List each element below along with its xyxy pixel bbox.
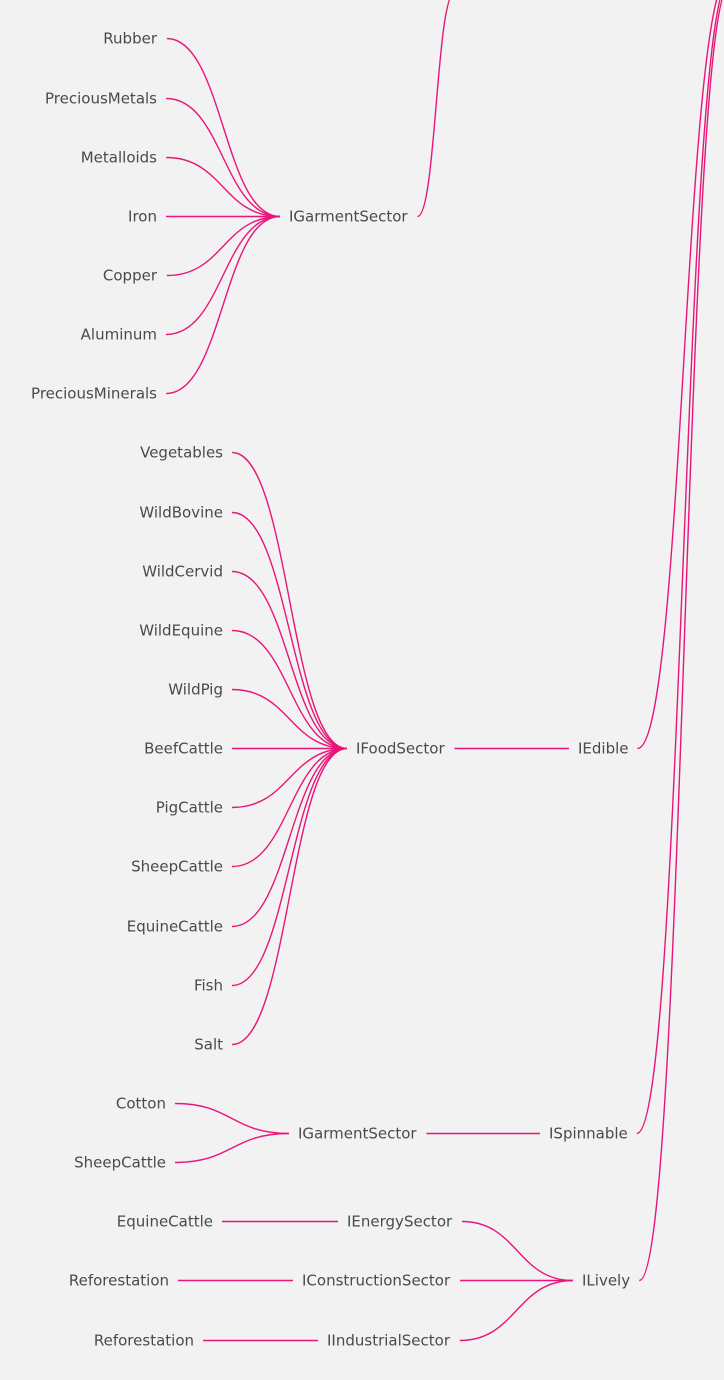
- node-ilively: ILively: [582, 1272, 630, 1290]
- node-precious-metals: PreciousMetals: [45, 90, 157, 108]
- node-beef-cattle: BeefCattle: [144, 740, 223, 758]
- edge-salt-to-ifood-sector: [232, 747, 348, 1046]
- edge-iindustrial-sector-to-ilively: [459, 1279, 574, 1342]
- node-metalloids: Metalloids: [81, 149, 157, 167]
- node-salt: Salt: [194, 1036, 223, 1054]
- node-ispinnable: ISpinnable: [549, 1125, 628, 1143]
- node-iron: Iron: [128, 208, 157, 226]
- node-rubber: Rubber: [103, 30, 158, 48]
- edge-wild-pig-to-ifood-sector: [231, 688, 348, 750]
- edge-sheep-cattle-food-to-ifood-sector: [231, 747, 348, 868]
- node-copper: Copper: [103, 267, 158, 285]
- node-vegetables: Vegetables: [140, 444, 223, 462]
- edge-vegetables-to-ifood-sector: [232, 451, 348, 750]
- node-wild-equine: WildEquine: [139, 622, 223, 640]
- node-wild-bovine: WildBovine: [139, 504, 223, 522]
- node-ifood-sector: IFoodSector: [356, 740, 445, 758]
- edge-aluminum-to-igarment-sector-top: [165, 215, 281, 336]
- node-fish: Fish: [194, 977, 223, 995]
- edge-equine-cattle-food-to-ifood-sector: [231, 747, 348, 928]
- edge-ilively-to-parent: [638, 0, 723, 1282]
- node-sheep-cattle-garment: SheepCattle: [74, 1154, 166, 1172]
- node-precious-minerals: PreciousMinerals: [31, 385, 157, 403]
- node-aluminum: Aluminum: [81, 326, 157, 344]
- node-wild-cervid: WildCervid: [142, 563, 223, 581]
- label-layer: Rubber PreciousMetals Metalloids Iron Co…: [31, 30, 630, 1350]
- node-igarment-sector-bottom: IGarmentSector: [298, 1125, 417, 1143]
- edge-metalloids-to-igarment-sector-top: [166, 156, 281, 218]
- node-sheep-cattle-food: SheepCattle: [131, 858, 223, 876]
- edge-ispinnable-to-parent: [636, 0, 721, 1135]
- trunk-edge-layer: [417, 0, 723, 1282]
- node-ienergy-sector: IEnergySector: [347, 1213, 453, 1231]
- node-igarment-sector-top: IGarmentSector: [289, 208, 408, 226]
- edge-ienergy-sector-to-ilively: [461, 1220, 574, 1282]
- edge-sheep-cattle-garment-to-igarment-sector-bottom: [174, 1132, 290, 1164]
- node-iconstruction-sector: IConstructionSector: [302, 1272, 451, 1290]
- node-iindustrial-sector: IIndustrialSector: [327, 1332, 451, 1350]
- node-reforestation-industrial: Reforestation: [94, 1332, 194, 1350]
- node-pig-cattle: PigCattle: [156, 799, 223, 817]
- edge-igarment-sector-top-to-parent: [417, 0, 451, 218]
- edge-layer: [165, 37, 574, 1342]
- node-equine-cattle-food: EquineCattle: [127, 918, 223, 936]
- node-equine-cattle-energy: EquineCattle: [117, 1213, 213, 1231]
- edge-fish-to-ifood-sector: [231, 747, 348, 987]
- edge-wild-bovine-to-ifood-sector: [231, 511, 348, 750]
- edge-precious-metals-to-igarment-sector-top: [166, 97, 281, 218]
- edge-wild-equine-to-ifood-sector: [231, 629, 348, 750]
- node-wild-pig: WildPig: [168, 681, 223, 699]
- edge-pig-cattle-to-ifood-sector: [231, 747, 348, 809]
- edge-precious-minerals-to-igarment-sector-top: [166, 215, 281, 395]
- node-iedible: IEdible: [578, 740, 629, 758]
- edge-wild-cervid-to-ifood-sector: [231, 570, 348, 750]
- edge-copper-to-igarment-sector-top: [166, 215, 281, 277]
- node-reforestation-construction: Reforestation: [69, 1272, 169, 1290]
- node-cotton: Cotton: [116, 1095, 166, 1113]
- edge-iedible-to-parent: [637, 0, 718, 750]
- edge-rubber-to-igarment-sector-top: [166, 37, 281, 218]
- edge-cotton-to-igarment-sector-bottom: [174, 1102, 290, 1135]
